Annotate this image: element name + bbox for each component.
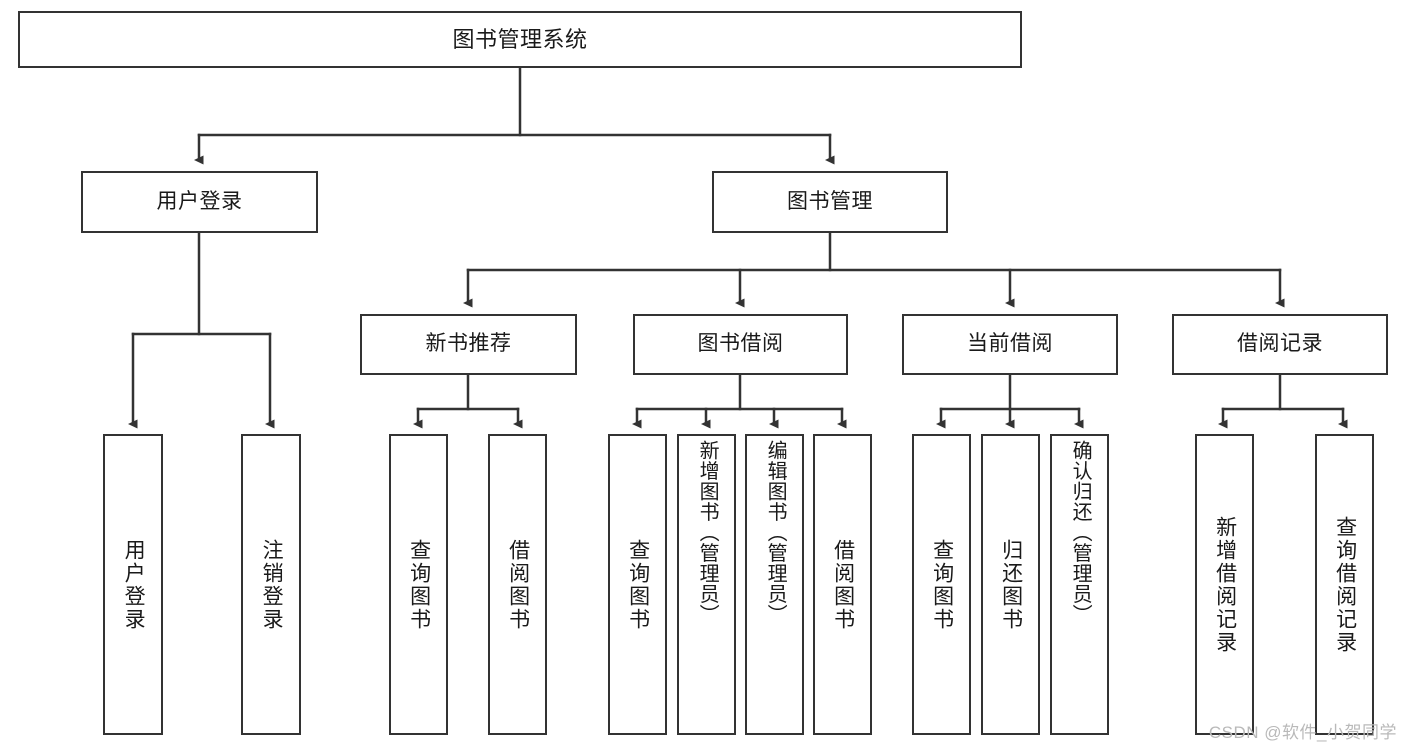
node-label: 查询图书 (930, 538, 954, 631)
node-leaf-add-borrow-record[interactable]: 新增借阅记录 (1195, 434, 1254, 735)
node-current-borrow[interactable]: 当前借阅 (902, 314, 1118, 375)
node-label: 图书管理 (787, 189, 873, 213)
node-label: 当前借阅 (967, 332, 1053, 356)
node-label: 查询借阅记录 (1333, 515, 1357, 654)
watermark-text: CSDN @软件_小贺同学 (1208, 723, 1397, 742)
node-label: 新书推荐 (425, 332, 512, 356)
node-book-management[interactable]: 图书管理 (712, 171, 948, 233)
node-new-book-recommend[interactable]: 新书推荐 (360, 314, 577, 375)
node-leaf-add-book-admin[interactable]: 新增图书（管理员） (677, 434, 736, 735)
node-label: 注销登录 (260, 538, 284, 631)
node-label: 新增图书（管理员） (696, 440, 719, 625)
node-leaf-query-book-newbook[interactable]: 查询图书 (389, 434, 448, 735)
node-leaf-borrow-book[interactable]: 借阅图书 (813, 434, 872, 735)
node-label: 确认归还（管理员） (1069, 440, 1092, 625)
node-label: 借阅图书 (831, 538, 855, 631)
node-label: 编辑图书（管理员） (764, 440, 787, 625)
node-book-borrow[interactable]: 图书借阅 (633, 314, 848, 375)
node-leaf-query-borrow-record[interactable]: 查询借阅记录 (1315, 434, 1374, 735)
node-label: 查询图书 (407, 538, 431, 631)
node-leaf-user-logout[interactable]: 注销登录 (241, 434, 301, 735)
node-leaf-user-login[interactable]: 用户登录 (103, 434, 163, 735)
node-label: 新增借阅记录 (1213, 515, 1237, 654)
node-label: 用户登录 (156, 189, 243, 213)
node-leaf-query-book-current[interactable]: 查询图书 (912, 434, 971, 735)
node-root-library-management-system[interactable]: 图书管理系统 (18, 11, 1022, 68)
node-leaf-borrow-book-newbook[interactable]: 借阅图书 (488, 434, 547, 735)
node-borrow-record[interactable]: 借阅记录 (1172, 314, 1388, 375)
node-leaf-edit-book-admin[interactable]: 编辑图书（管理员） (745, 434, 804, 735)
node-label: 查询图书 (626, 538, 650, 631)
node-leaf-query-book-borrow[interactable]: 查询图书 (608, 434, 667, 735)
node-label: 图书借阅 (697, 332, 784, 356)
node-user-login[interactable]: 用户登录 (81, 171, 318, 233)
node-label: 归还图书 (999, 538, 1023, 631)
node-label: 用户登录 (122, 538, 146, 631)
node-label: 借阅图书 (506, 538, 530, 631)
node-leaf-confirm-return-admin[interactable]: 确认归还（管理员） (1050, 434, 1109, 735)
node-label: 图书管理系统 (452, 26, 588, 52)
node-leaf-return-book[interactable]: 归还图书 (981, 434, 1040, 735)
node-label: 借阅记录 (1237, 332, 1323, 356)
